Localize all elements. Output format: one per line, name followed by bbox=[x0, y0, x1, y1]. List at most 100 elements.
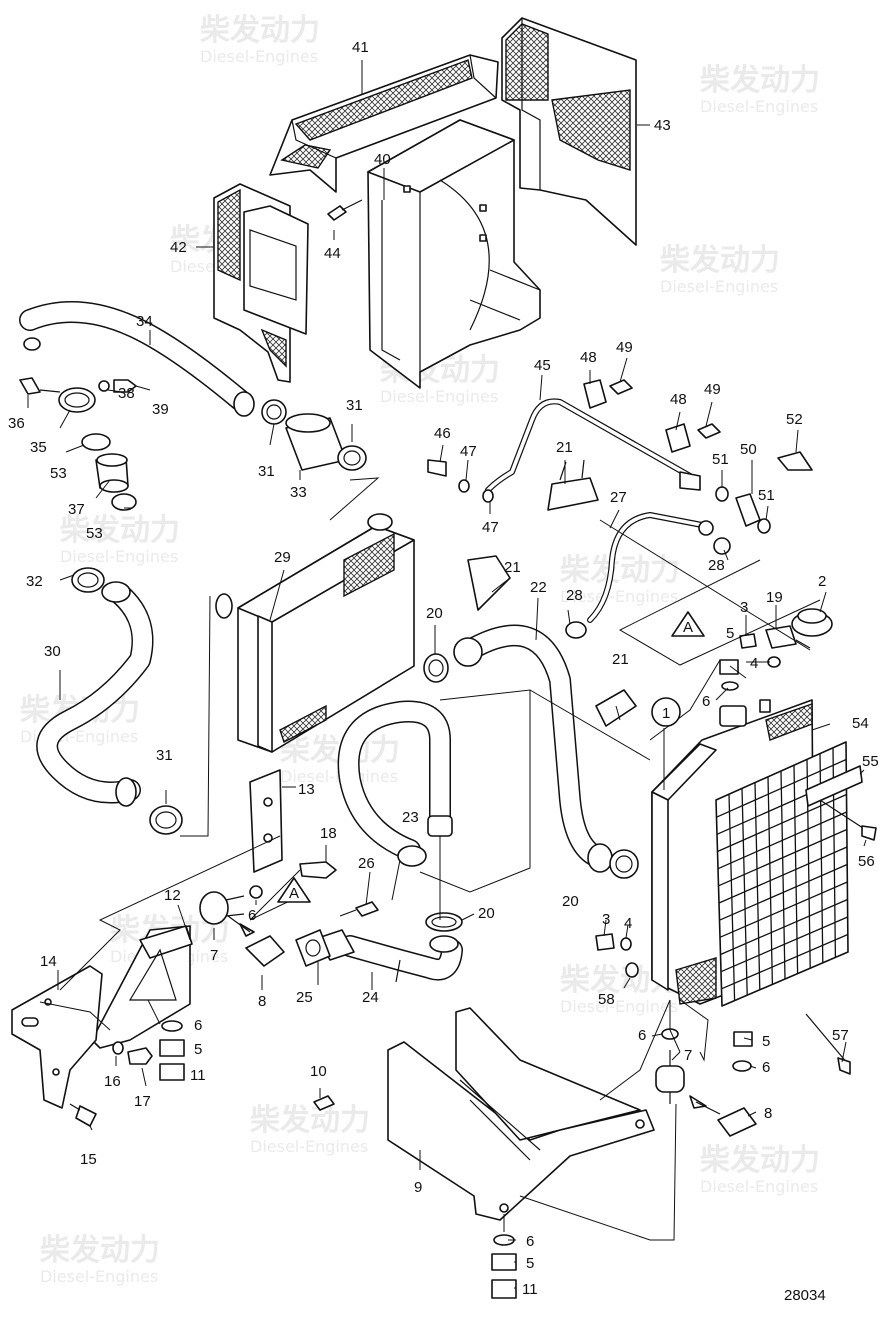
part-56-bolt bbox=[819, 799, 877, 841]
watermark-sub: Diesel-Engines bbox=[700, 1177, 818, 1196]
part-5c-nut bbox=[733, 1031, 753, 1047]
part-16-washer bbox=[112, 1041, 124, 1055]
callout-label: 6 bbox=[762, 1059, 770, 1076]
part-53-oring bbox=[81, 433, 111, 451]
callout-label: 10 bbox=[310, 1063, 327, 1080]
callout-label: 49 bbox=[616, 339, 633, 356]
part-17-bolt bbox=[127, 1047, 153, 1065]
callout-label: 51 bbox=[712, 451, 729, 468]
part-7b-rubber-mount bbox=[655, 1050, 685, 1104]
watermark-sub: Diesel-Engines bbox=[40, 1267, 158, 1286]
callout-label: 38 bbox=[118, 385, 135, 402]
callout-label: 40 bbox=[374, 151, 391, 168]
part-54-grille bbox=[715, 741, 849, 1007]
part-15-bolt bbox=[69, 1103, 97, 1127]
ref-marker-a-text: A bbox=[683, 619, 693, 636]
part-45-pipe bbox=[485, 398, 701, 493]
part-23-hose bbox=[337, 700, 453, 867]
watermark-brand: 柴发动力 bbox=[250, 1103, 370, 1138]
callout-label: 34 bbox=[136, 313, 153, 330]
part-40-fan-shroud bbox=[367, 119, 541, 389]
part-28-clamp bbox=[565, 621, 587, 639]
watermark-sub: Diesel-Engines bbox=[250, 1137, 368, 1156]
callout-label: 21 bbox=[504, 559, 521, 576]
part-26-bolt bbox=[339, 901, 379, 917]
callout-label: 7 bbox=[210, 947, 218, 964]
part-57-bolt bbox=[805, 1013, 851, 1075]
watermark-sub: Diesel-Engines bbox=[660, 277, 778, 296]
callout-label: 4 bbox=[750, 655, 758, 672]
part-32-clamp bbox=[71, 567, 105, 593]
part-6-washer bbox=[161, 1020, 183, 1032]
callout-label: 9 bbox=[414, 1179, 422, 1196]
callout-label: 44 bbox=[324, 245, 341, 262]
callout-label: 35 bbox=[30, 439, 47, 456]
part-20b-clamp bbox=[423, 653, 449, 683]
watermark-sub: Diesel-Engines bbox=[560, 587, 678, 606]
callout-label: 53 bbox=[86, 525, 103, 542]
callout-label: 6 bbox=[526, 1233, 534, 1250]
part-25-gasket bbox=[295, 929, 331, 967]
part-21c-clip bbox=[595, 689, 637, 727]
callout-label: 21 bbox=[556, 439, 573, 456]
part-46-fitting bbox=[427, 459, 447, 477]
watermark-sub: Diesel-Engines bbox=[200, 47, 318, 66]
callout-label: 6 bbox=[702, 693, 710, 710]
callout-label: 56 bbox=[858, 853, 875, 870]
callout-label: 5 bbox=[526, 1255, 534, 1272]
part-19-sensor bbox=[765, 625, 811, 649]
part-18-bolt bbox=[299, 861, 337, 879]
callout-label: 39 bbox=[152, 401, 169, 418]
callout-label: 37 bbox=[68, 501, 85, 518]
ref-marker-1-text: 1 bbox=[662, 705, 670, 722]
part-43-side-panel bbox=[501, 17, 637, 246]
ref-marker-a: A bbox=[671, 611, 705, 637]
callout-label: 47 bbox=[460, 443, 477, 460]
part-8b-clip bbox=[717, 1107, 757, 1137]
part-11b-nut bbox=[491, 1279, 517, 1299]
part-53b-oring bbox=[111, 493, 137, 511]
callout-label: 30 bbox=[44, 643, 61, 660]
part-51b-clamp bbox=[757, 518, 771, 534]
part-27-hose bbox=[587, 512, 714, 623]
callout-label: 48 bbox=[580, 349, 597, 366]
callout-label: 43 bbox=[654, 117, 671, 134]
part-5b-nut bbox=[719, 659, 739, 675]
part-38-washer bbox=[98, 380, 110, 392]
drawing-number: 28034 bbox=[784, 1287, 826, 1304]
callout-label: 31 bbox=[156, 747, 173, 764]
callout-label: 5 bbox=[762, 1033, 770, 1050]
part-11-nut bbox=[159, 1063, 185, 1081]
callout-label: 32 bbox=[26, 573, 43, 590]
callout-label: 23 bbox=[402, 809, 419, 826]
part-44-bolt bbox=[327, 199, 363, 221]
callout-label: 49 bbox=[704, 381, 721, 398]
callout-label: 17 bbox=[134, 1093, 151, 1110]
part-13-bracket bbox=[249, 769, 283, 873]
callout-label: 5 bbox=[194, 1041, 202, 1058]
callout-label: 36 bbox=[8, 415, 25, 432]
part-48-clip bbox=[583, 379, 607, 409]
callout-label: 53 bbox=[50, 465, 67, 482]
part-31c-clamp bbox=[149, 805, 183, 835]
callout-label: 27 bbox=[610, 489, 627, 506]
part-31-clamp bbox=[261, 399, 287, 425]
part-37-adapter bbox=[95, 453, 129, 493]
watermark-brand: 柴发动力 bbox=[660, 243, 780, 278]
watermark-brand: 柴发动力 bbox=[200, 13, 320, 48]
part-42-side-panel bbox=[213, 183, 309, 383]
watermark-sub: Diesel-Engines bbox=[560, 997, 678, 1016]
callout-label: 5 bbox=[726, 625, 734, 642]
part-48b-clip bbox=[665, 423, 691, 453]
part-21-clip bbox=[547, 459, 599, 511]
callout-label: 6 bbox=[638, 1027, 646, 1044]
part-9-bracket bbox=[387, 1007, 655, 1221]
callout-label: 20 bbox=[426, 605, 443, 622]
callout-label: 28 bbox=[708, 557, 725, 574]
callout-label: 15 bbox=[80, 1151, 97, 1168]
